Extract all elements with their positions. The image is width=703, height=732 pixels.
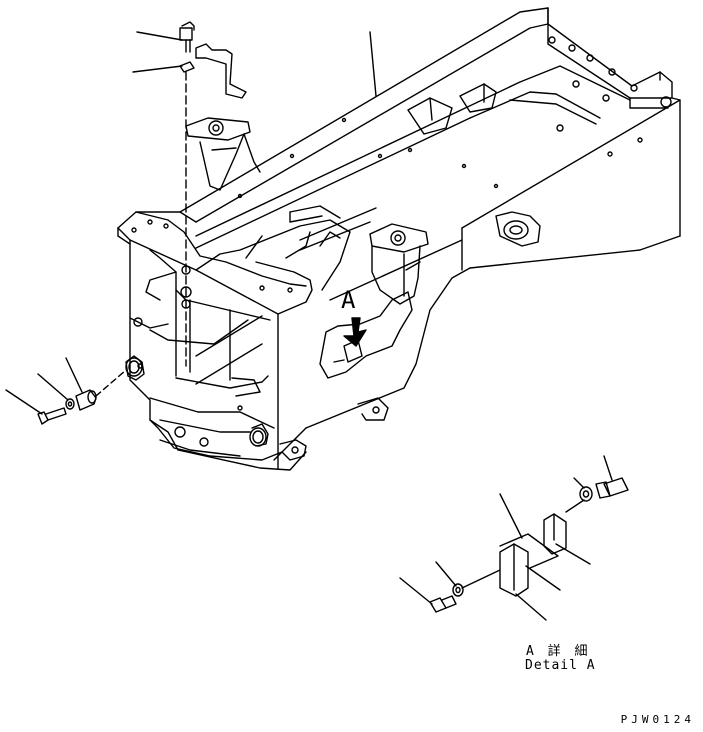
main-frame bbox=[117, 7, 681, 471]
top-bracket-assembly bbox=[132, 21, 377, 367]
drawing-code: PJW0124 bbox=[620, 713, 695, 726]
detail-label-en: Detail A bbox=[525, 658, 596, 673]
view-a-marker: A bbox=[341, 286, 356, 314]
detail-a-assembly bbox=[399, 455, 629, 621]
detail-label-jp: A 詳 細 bbox=[526, 644, 591, 659]
front-fasteners bbox=[5, 357, 127, 425]
